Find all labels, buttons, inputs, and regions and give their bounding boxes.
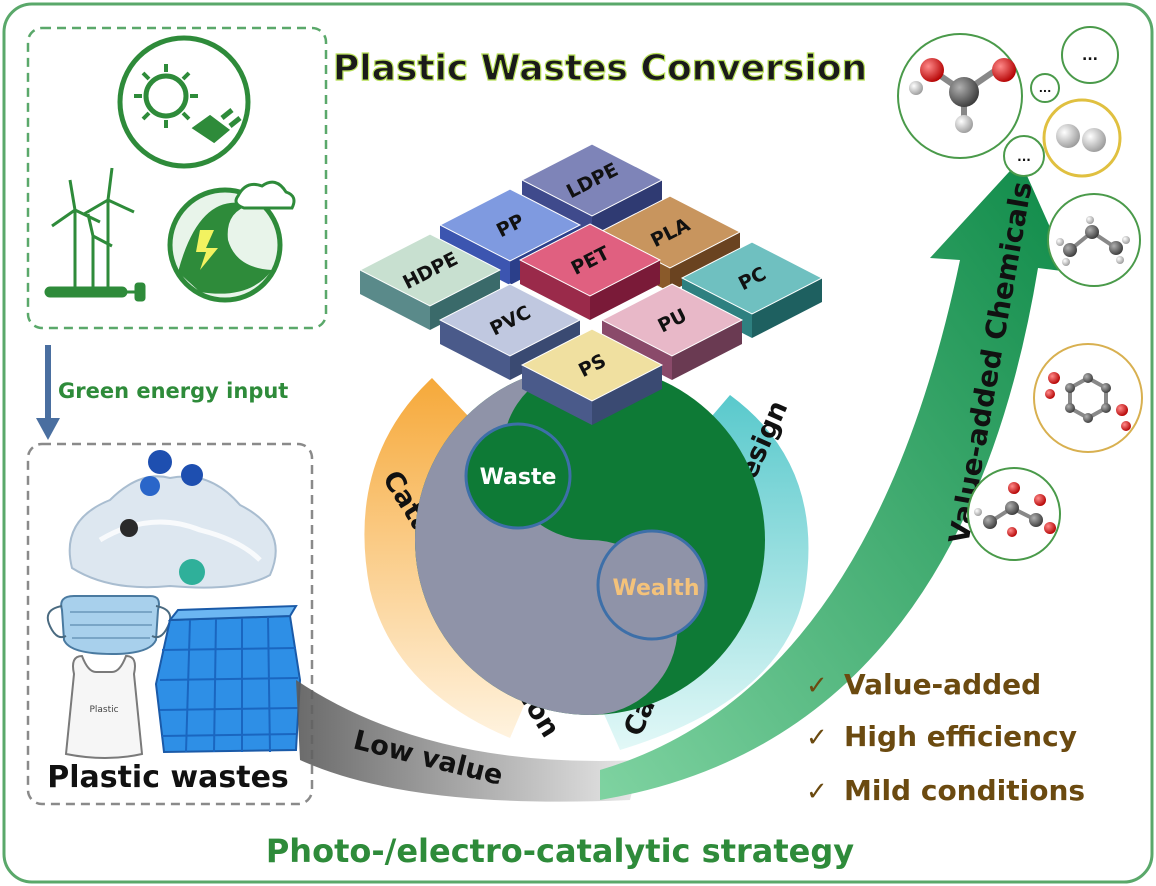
- wealth-circle: [596, 529, 708, 641]
- plastic-bottles-image: [68, 450, 277, 589]
- catalysts-regulation-band: [364, 378, 528, 738]
- ocean-wave-icon: [167, 180, 296, 303]
- check-mark-1: ✓: [806, 671, 828, 701]
- waste-circle: [464, 422, 572, 530]
- plastic-bag-image: Plastic: [64, 654, 144, 759]
- low-value-arc: [296, 680, 640, 802]
- ellipsis-bubble-small: [1030, 73, 1060, 103]
- formic-acid-molecule: [897, 33, 1023, 159]
- check-mark-3: ✓: [806, 777, 828, 807]
- plastic-bag-text: Plastic: [89, 705, 118, 715]
- green-energy-label: Green energy input: [58, 379, 288, 403]
- hydrogen-molecule: [1042, 98, 1122, 178]
- ellipsis-label-3: ...: [1017, 150, 1031, 164]
- ellipsis-label-1: ...: [1082, 48, 1098, 64]
- green-energy-arrow: [36, 345, 60, 440]
- waste-label: Waste: [480, 465, 557, 490]
- value-added-arrow: [600, 160, 1070, 800]
- footer-strategy: Photo-/electro-catalytic strategy: [266, 832, 854, 870]
- terephthalic-acid-molecule: [1033, 343, 1143, 453]
- green-energy-box: [26, 26, 328, 330]
- polymer-tile: PET: [518, 223, 662, 320]
- polymer-tile: HDPE: [358, 233, 502, 330]
- plastic-wastes-label: Plastic wastes: [47, 760, 289, 795]
- check-mark-2: ✓: [806, 723, 828, 753]
- waste-wealth-yin-yang: Waste Wealth: [415, 365, 765, 715]
- plastic-wastes-box: [26, 442, 314, 806]
- check-item-2: High efficiency: [844, 720, 1077, 753]
- ellipsis-bubble-medium: [1003, 135, 1045, 177]
- blue-crate-image: [154, 604, 302, 754]
- ellipsis-bubble-large: [1061, 26, 1119, 84]
- solar-plug-icon: [117, 35, 251, 169]
- catalytic-system-band: [600, 395, 809, 750]
- wealth-label: Wealth: [613, 576, 700, 601]
- wind-turbine-icon: [44, 167, 146, 302]
- check-item-3: Mild conditions: [844, 774, 1085, 807]
- ellipsis-label-2: ...: [1039, 82, 1052, 95]
- polymer-tile: PS: [520, 328, 664, 425]
- lactic-acid-molecule: [967, 467, 1061, 561]
- propane-molecule: [1047, 193, 1141, 287]
- check-item-1: Value-added: [844, 668, 1041, 701]
- checklist: ✓ Value-added ✓ High efficiency ✓ Mild c…: [806, 668, 1085, 807]
- figure-title: Plastic Wastes Conversion: [333, 48, 867, 89]
- face-mask-image: [46, 595, 172, 656]
